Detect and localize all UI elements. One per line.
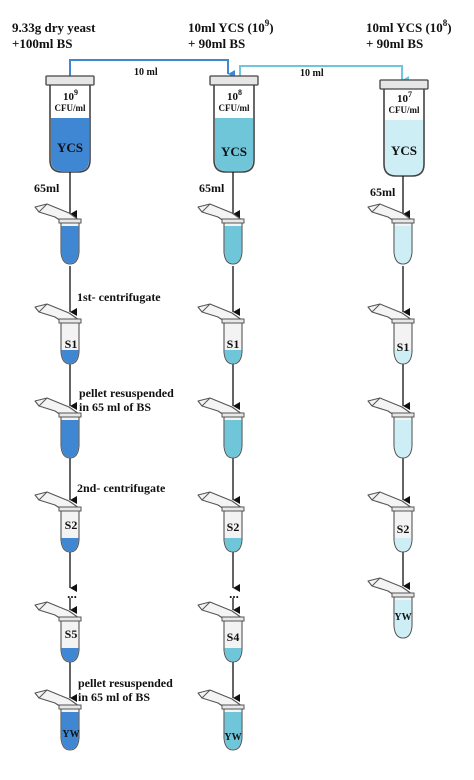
transfer-2-label: 10 ml: [300, 68, 324, 79]
header-col2-line1: 10ml YCS (109): [188, 18, 274, 35]
step-resuspend-1-line2: in 65 ml of BS: [79, 400, 151, 414]
stock-unit-col1: CFU/ml: [55, 103, 86, 113]
tube-c1-s2: [34, 491, 82, 553]
tube-c1-s5: [34, 601, 82, 663]
tube-c2-r1: [197, 203, 245, 265]
sample-label-c1-s2: S2: [65, 518, 78, 532]
volume-label-col1: 65ml: [34, 181, 60, 195]
stock-conc-col2: 108: [227, 88, 242, 103]
stock-label-col3: YCS: [391, 143, 417, 158]
sample-label-c1-s5: S5: [65, 627, 78, 641]
stock-label-col1: YCS: [57, 140, 83, 155]
tube-c3-s2: [367, 491, 415, 553]
sample-label-c2-s4: S4: [227, 630, 240, 644]
stock-unit-col3: CFU/ml: [389, 105, 420, 115]
sample-label-c3-s1: S1: [397, 340, 410, 354]
tube-c3-r1: [367, 203, 415, 265]
step-resuspend-2-line1: pellet resuspended: [78, 676, 173, 690]
stock-conc-col1: 109: [63, 88, 78, 103]
sample-label-c1-yw: YW: [62, 729, 79, 740]
tube-c2-s4: [197, 601, 245, 663]
tube-c1-r3: [34, 397, 82, 459]
ellipsis-col1: ...: [67, 586, 77, 601]
header-col3-line2: + 90ml BS: [366, 36, 423, 51]
volume-label-col2: 65ml: [199, 181, 225, 195]
microtubes: [34, 203, 415, 751]
header-col2-line2: + 90ml BS: [188, 36, 245, 51]
header-col1-line1: 9.33g dry yeast: [12, 20, 96, 35]
tube-c2-r3: [197, 397, 245, 459]
stock-tube-col3: [379, 79, 429, 177]
stock-conc-col3: 107: [397, 90, 412, 105]
header-col1-line2: +100ml BS: [12, 36, 73, 51]
transfer-1-label: 10 ml: [134, 67, 158, 78]
stock-tube-col1: [45, 75, 95, 173]
ellipsis-col2: ...: [229, 586, 239, 601]
header-col3-line1: 10ml YCS (108): [366, 18, 452, 35]
transfer-2-connector: [239, 65, 409, 84]
step-resuspend-1-line1: pellet resuspended: [79, 386, 174, 400]
step-centrifuge-1: 1st- centrifugate: [77, 290, 161, 304]
sample-label-c2-yw: YW: [224, 732, 241, 743]
sample-label-c1-s1: S1: [65, 337, 78, 351]
stock-unit-col2: CFU/ml: [219, 103, 250, 113]
tube-c2-yw: [197, 689, 245, 751]
volume-label-col3: 65ml: [370, 185, 396, 199]
stock-label-col2: YCS: [221, 144, 247, 159]
step-centrifuge-2: 2nd- centrifugate: [77, 481, 166, 495]
tube-c2-s2: [197, 491, 245, 553]
tube-c1-s1: [34, 303, 82, 365]
tube-c2-s1: [197, 303, 245, 365]
tube-c3-yw: [367, 577, 415, 639]
sample-label-c3-s2: S2: [397, 522, 410, 536]
sample-label-c3-yw: YW: [394, 612, 411, 623]
stock-tube-col2: [209, 75, 259, 173]
step-arrows: [69, 172, 410, 702]
tube-c3-r3: [367, 397, 415, 459]
sample-label-c2-s1: S1: [227, 337, 240, 351]
tube-c3-s1: [367, 303, 415, 365]
step-resuspend-2-line2: in 65 ml of BS: [78, 690, 150, 704]
tube-c1-r1: [34, 203, 82, 265]
transfer-1-connector: [69, 59, 235, 78]
tube-c1-yw: [34, 689, 82, 751]
sample-label-c2-s2: S2: [227, 520, 240, 534]
